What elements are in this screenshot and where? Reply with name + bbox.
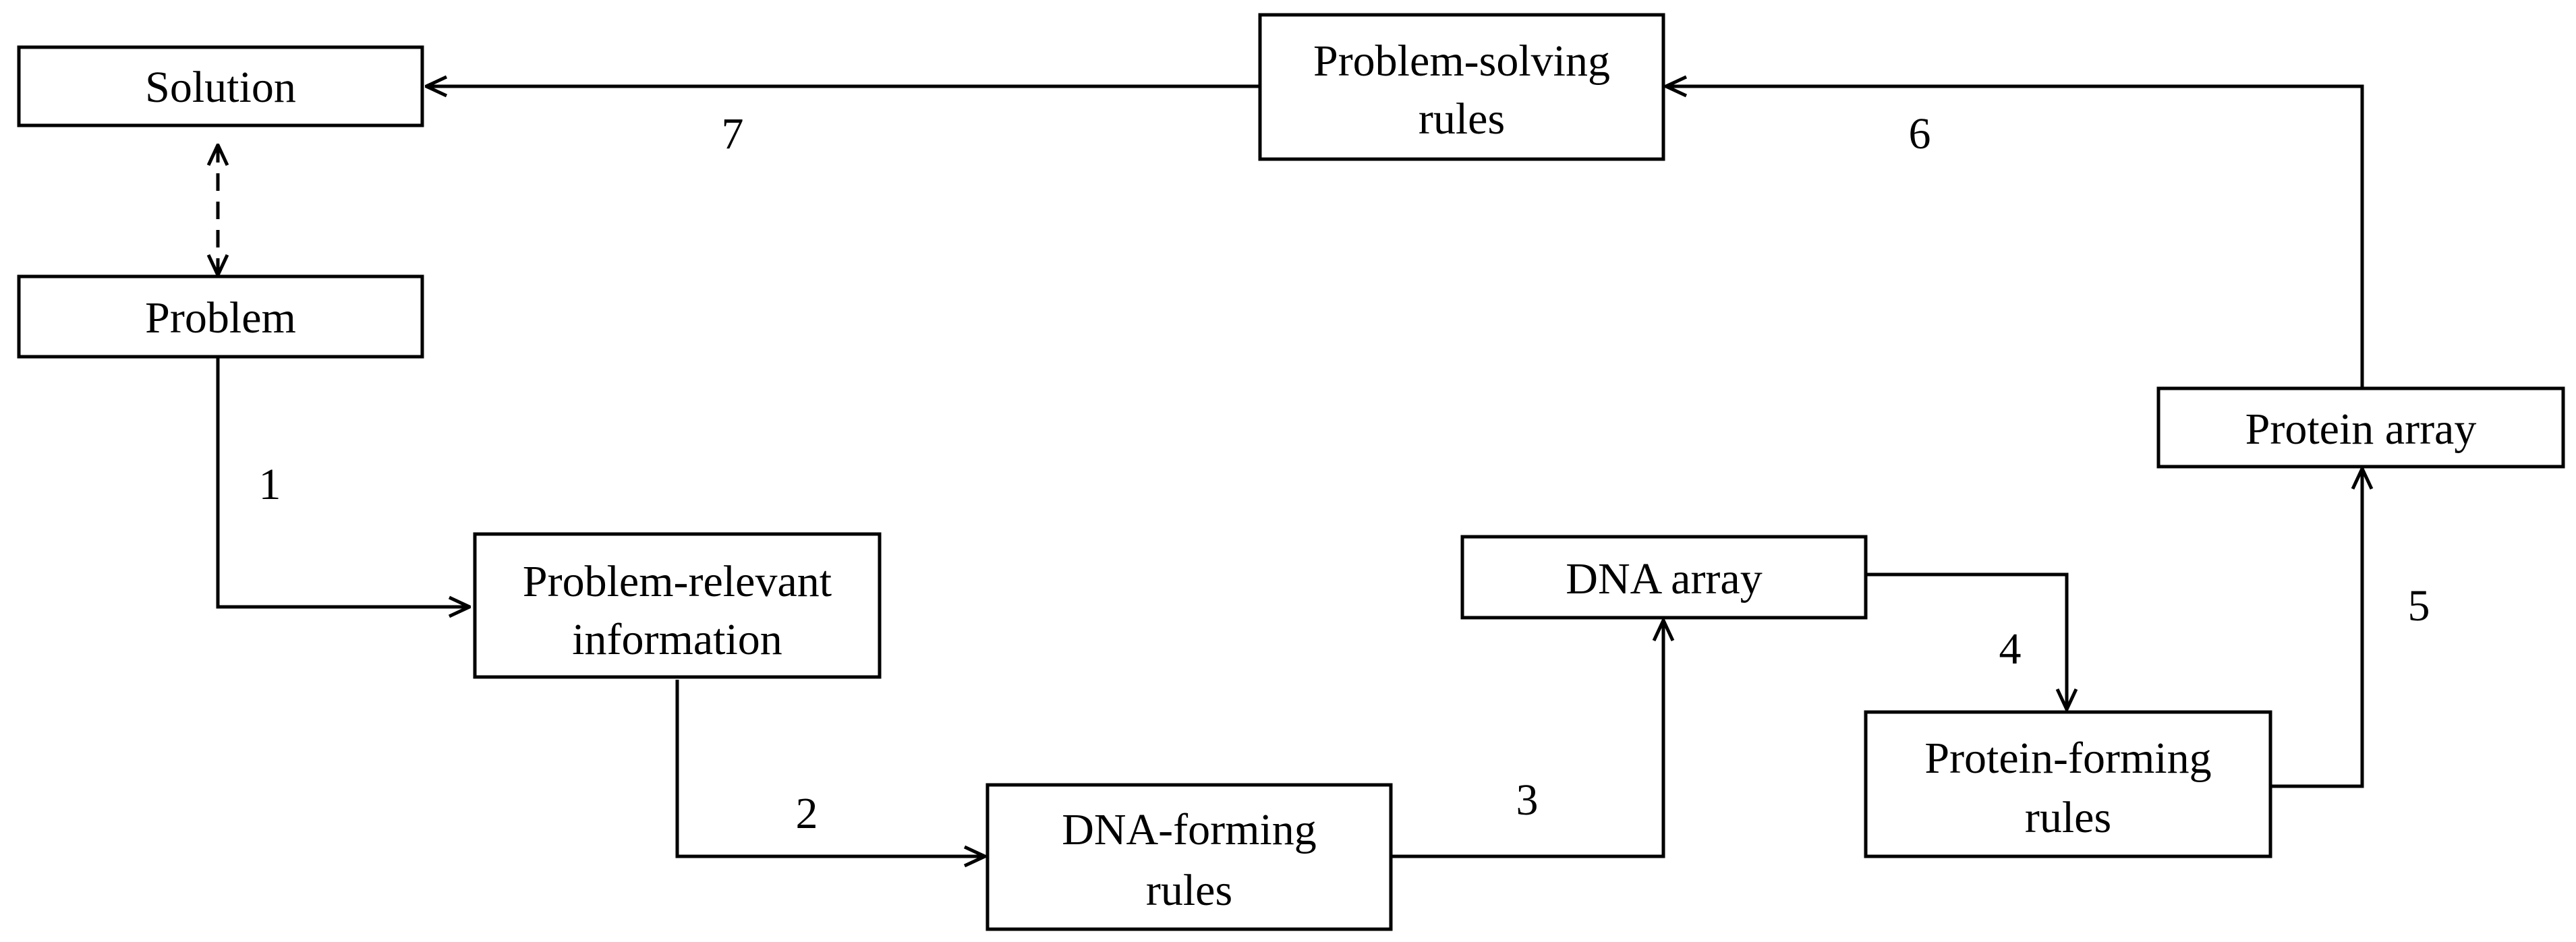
node-dna-forming-rules-line1: DNA-forming [1062, 805, 1317, 854]
edge-label-6: 6 [1909, 109, 1931, 158]
node-solution-label: Solution [145, 63, 296, 112]
node-dna-array-label: DNA array [1566, 554, 1762, 604]
edge-label-5: 5 [2408, 581, 2430, 630]
node-protein-forming-rules[interactable]: Protein-forming rules [1864, 710, 2272, 858]
node-protein-forming-rules-line1: Protein-forming [1924, 734, 2211, 783]
node-protein-array[interactable]: Protein array [2156, 386, 2565, 469]
edge-step-4 [1866, 572, 2067, 709]
edge-label-3: 3 [1516, 775, 1539, 825]
node-dna-array[interactable]: DNA array [1460, 535, 1868, 620]
node-dna-forming-rules[interactable]: DNA-forming rules [985, 783, 1393, 931]
node-problem-solving-rules-line2: rules [1419, 94, 1505, 144]
node-problem[interactable]: Problem [17, 274, 424, 359]
node-dna-forming-rules-line2: rules [1146, 866, 1232, 915]
node-problem-solving-rules[interactable]: Problem-solving rules [1258, 13, 1665, 161]
edge-label-1: 1 [259, 460, 281, 509]
edge-step-1 [216, 358, 469, 607]
node-problem-label: Problem [145, 293, 296, 343]
edge-label-4: 4 [1999, 624, 2022, 674]
edge-step-5 [2272, 469, 2362, 788]
node-problem-solving-rules-line1: Problem-solving [1313, 36, 1610, 86]
node-protein-forming-rules-line2: rules [2025, 793, 2111, 842]
node-solution[interactable]: Solution [17, 45, 424, 127]
node-protein-array-label: Protein array [2245, 405, 2477, 454]
edge-step-6 [1666, 86, 2364, 387]
edge-step-3 [1392, 620, 1663, 858]
node-problem-relevant-information[interactable]: Problem-relevant information [473, 532, 882, 679]
edge-label-7: 7 [722, 109, 744, 158]
edge-step-2 [675, 680, 985, 856]
node-problem-relevant-information-line2: information [572, 615, 782, 664]
node-problem-relevant-information-line1: Problem-relevant [523, 557, 832, 606]
edge-label-2: 2 [796, 789, 818, 838]
